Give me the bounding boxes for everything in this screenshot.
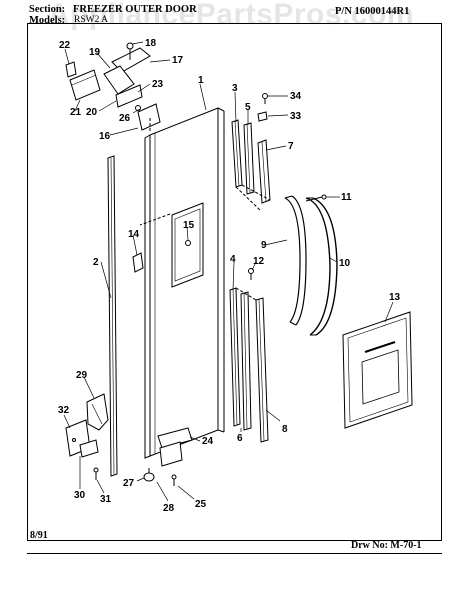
door-gasket-strip — [107, 155, 118, 477]
callout-3: 3 — [232, 83, 238, 94]
mounting-bracket — [86, 393, 109, 431]
footer-rule-top — [27, 540, 442, 541]
callout-12: 12 — [253, 256, 265, 267]
callout-labels: 1 2 3 4 5 6 7 8 9 10 11 12 13 14 15 16 1… — [58, 38, 401, 514]
dispenser-cover — [342, 311, 413, 429]
outer-door-panel — [139, 107, 225, 459]
footer-rule-bottom — [27, 553, 442, 554]
part-number: P/N 16000144R1 — [335, 6, 410, 17]
callout-15: 15 — [183, 220, 195, 231]
models-value: RSW2 A — [74, 15, 109, 25]
handle-base — [284, 195, 307, 326]
callout-2: 2 — [93, 257, 99, 268]
upper-trim-pieces — [231, 119, 271, 211]
drawing-date: 8/91 — [30, 530, 48, 541]
lower-hinge-assembly — [143, 427, 193, 486]
callout-19: 19 — [89, 47, 101, 58]
callout-17: 17 — [172, 55, 184, 66]
section-label: Section: — [29, 4, 66, 15]
callout-16: 16 — [99, 131, 111, 142]
callout-11: 11 — [341, 192, 352, 203]
callout-34: 34 — [290, 91, 302, 102]
door-handle — [305, 197, 338, 336]
callout-14: 14 — [128, 229, 140, 240]
leader-lines — [63, 41, 394, 502]
callout-1: 1 — [198, 75, 204, 86]
callout-31: 31 — [100, 494, 112, 505]
callout-33: 33 — [290, 111, 302, 122]
lower-trim-pieces — [229, 287, 269, 443]
small-fastener-mid — [248, 268, 254, 280]
callout-10: 10 — [339, 258, 351, 269]
drawing-number: Drw No: M-70-1 — [351, 540, 422, 551]
callout-27: 27 — [123, 478, 135, 489]
section-title: FREEZER OUTER DOOR — [73, 4, 197, 15]
callout-5: 5 — [245, 102, 251, 113]
callout-23: 23 — [152, 79, 164, 90]
callout-21: 21 — [70, 107, 82, 118]
callout-24: 24 — [202, 436, 214, 447]
door-clip — [132, 252, 144, 273]
drawing-frame — [27, 23, 442, 540]
callout-13: 13 — [389, 292, 401, 303]
callout-18: 18 — [145, 38, 157, 49]
upper-hinge-assembly — [65, 42, 161, 132]
callout-29: 29 — [76, 370, 88, 381]
callout-6: 6 — [237, 433, 243, 444]
callout-20: 20 — [86, 107, 98, 118]
callout-26: 26 — [119, 113, 131, 124]
callout-9: 9 — [261, 240, 267, 251]
header-rule — [27, 23, 442, 24]
watermark: AppliancePartsPros.com — [47, 0, 415, 31]
lower-hinge-plate — [65, 419, 99, 480]
callout-8: 8 — [282, 424, 288, 435]
callout-25: 25 — [195, 499, 207, 510]
models-label: Models: — [29, 15, 66, 26]
callout-22: 22 — [59, 40, 71, 51]
callout-32: 32 — [58, 405, 70, 416]
callout-7: 7 — [288, 141, 294, 152]
callout-30: 30 — [74, 490, 86, 501]
callout-4: 4 — [230, 254, 236, 265]
callout-28: 28 — [163, 503, 175, 514]
small-fasteners-top — [257, 93, 268, 122]
